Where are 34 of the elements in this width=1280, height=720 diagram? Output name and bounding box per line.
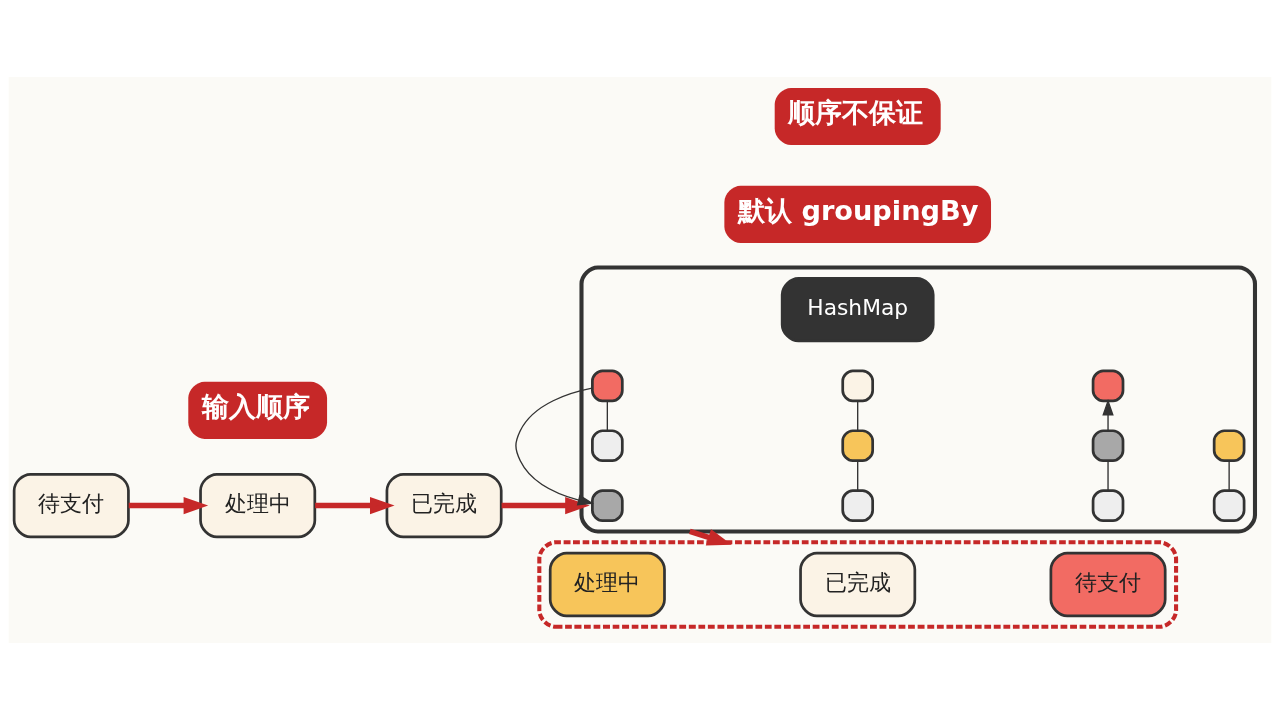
node-box <box>1091 369 1125 403</box>
node-box <box>1091 489 1125 522</box>
node-box <box>841 429 874 463</box>
node-box <box>591 369 624 403</box>
label: 默认 groupingBy <box>737 194 979 226</box>
connector <box>857 460 859 492</box>
node-box <box>1212 489 1246 522</box>
node-box <box>591 489 624 522</box>
node-box: 待支付 <box>12 472 130 539</box>
arrow <box>689 528 732 546</box>
node-box <box>1212 429 1246 463</box>
node-box: HashMap <box>780 277 935 343</box>
node-box <box>591 429 624 463</box>
arrow <box>128 497 209 515</box>
node-box: 已完成 <box>799 551 917 618</box>
node-box: 待支付 <box>1049 551 1167 618</box>
arrow <box>1102 399 1114 431</box>
node-box: 处理中 <box>548 551 666 618</box>
cluster <box>579 265 1257 534</box>
node-box <box>1091 429 1125 463</box>
arrow <box>501 497 590 515</box>
node-box <box>841 369 874 403</box>
arrow <box>515 387 595 506</box>
connector <box>857 400 859 431</box>
connector <box>1228 460 1230 492</box>
node-box <box>841 489 874 522</box>
connector <box>1107 460 1109 492</box>
node-box: 处理中 <box>199 472 317 539</box>
label: 输入顺序 <box>201 390 310 422</box>
label: 顺序不保证 <box>788 96 924 128</box>
connector <box>606 400 609 431</box>
arrow <box>315 497 395 515</box>
node-box: 已完成 <box>385 472 503 539</box>
cluster <box>537 540 1179 629</box>
